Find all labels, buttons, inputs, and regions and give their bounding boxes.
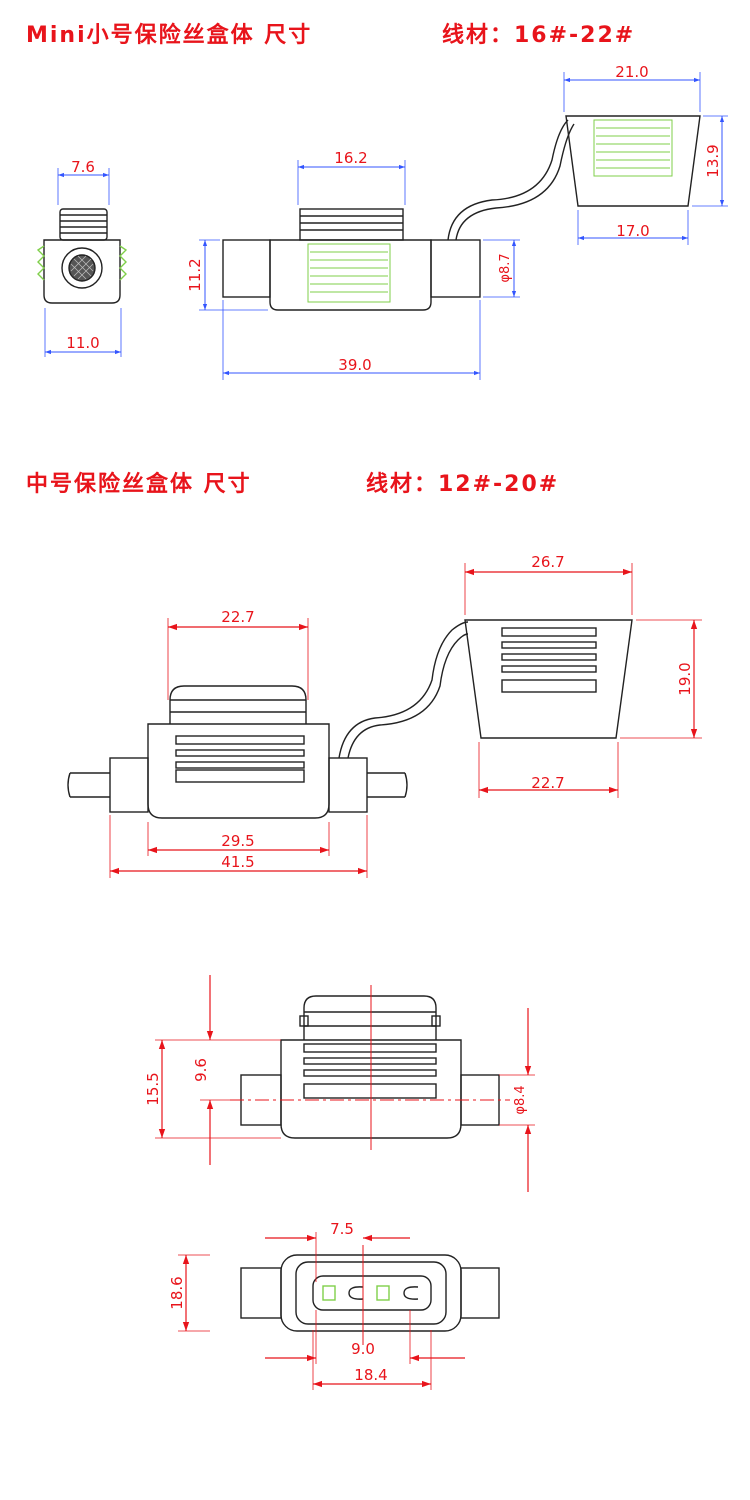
medium-dim-front-upper: 9.6 <box>192 975 241 1165</box>
mini-dim-body-height-label: 11.2 <box>186 258 204 291</box>
medium-body-view <box>67 621 469 819</box>
mini-dim-wire-dia-label: φ8.7 <box>498 253 513 282</box>
medium-dim-total-length: 41.5 <box>109 815 368 878</box>
medium-dim-top-width: 18.4 <box>312 1330 432 1390</box>
mini-dim-wire-dia: φ8.7 <box>483 239 520 298</box>
mini-dim-side-base: 11.0 <box>44 308 122 357</box>
medium-front-centerlines <box>230 985 510 1150</box>
medium-dim-cap-top: 22.7 <box>167 608 309 700</box>
medium-dim-front-wire-dia-label: φ8.4 <box>513 1085 528 1114</box>
medium-dim-top-width-label: 18.4 <box>354 1366 387 1384</box>
medium-dim-total-length-label: 41.5 <box>221 853 254 871</box>
medium-top-view <box>240 1254 500 1332</box>
mini-title: Mini小号保险丝盒体 尺寸 <box>26 23 313 48</box>
mini-dim-cover-bottom-label: 17.0 <box>616 222 649 240</box>
medium-dim-cover-bottom-label: 22.7 <box>531 774 564 792</box>
medium-dim-body-width-label: 29.5 <box>221 832 254 850</box>
medium-dim-cap-top-label: 22.7 <box>221 608 254 626</box>
medium-wire-label: 线材：12#-20# <box>366 472 560 497</box>
mini-dim-cover-top: 21.0 <box>563 63 701 112</box>
medium-dim-top-height: 18.6 <box>168 1254 210 1332</box>
medium-front-view <box>240 995 500 1139</box>
medium-dim-top-slot-label: 7.5 <box>330 1220 354 1238</box>
mini-dim-cover-top-label: 21.0 <box>615 63 648 81</box>
mini-front-view <box>222 119 575 311</box>
mini-dim-length: 39.0 <box>222 300 481 380</box>
mini-dim-cap-top: 16.2 <box>297 149 406 205</box>
medium-cover <box>464 619 633 739</box>
medium-dim-front-wire-dia: φ8.4 <box>499 1008 535 1192</box>
medium-dim-cover-bottom: 22.7 <box>478 742 619 798</box>
mini-dim-side-width-label: 7.6 <box>71 158 95 176</box>
mini-dim-cover-height: 13.9 <box>692 115 728 207</box>
medium-dim-cover-height-label: 19.0 <box>676 662 694 695</box>
mini-side-view <box>36 208 128 304</box>
mini-dim-side-base-label: 11.0 <box>66 334 99 352</box>
medium-dim-cover-top-label: 26.7 <box>531 553 564 571</box>
mini-dim-body-height: 11.2 <box>186 239 268 311</box>
medium-dim-front-height-label: 15.5 <box>144 1072 162 1105</box>
medium-dim-top-height-label: 18.6 <box>168 1276 186 1309</box>
medium-dim-top-slot: 7.5 <box>265 1220 410 1282</box>
medium-dim-top-inner: 9.0 <box>265 1310 465 1364</box>
mini-dim-side-width: 7.6 <box>57 158 110 205</box>
mini-dim-cover-height-label: 13.9 <box>704 144 722 177</box>
mini-dim-cover-bottom: 17.0 <box>577 210 689 245</box>
mini-dim-length-label: 39.0 <box>338 356 371 374</box>
medium-dim-cover-top: 26.7 <box>464 553 633 615</box>
mini-wire-label: 线材：16#-22# <box>442 23 636 48</box>
mini-dim-cap-top-label: 16.2 <box>334 149 367 167</box>
mini-cover <box>565 115 701 207</box>
medium-dim-cover-height: 19.0 <box>620 619 702 739</box>
medium-dim-top-inner-label: 9.0 <box>351 1340 375 1358</box>
medium-dim-front-height: 15.5 <box>144 1039 281 1139</box>
medium-dim-body-width: 29.5 <box>147 822 330 856</box>
medium-title: 中号保险丝盒体 尺寸 <box>26 472 252 497</box>
medium-dim-front-upper-label: 9.6 <box>192 1058 210 1082</box>
